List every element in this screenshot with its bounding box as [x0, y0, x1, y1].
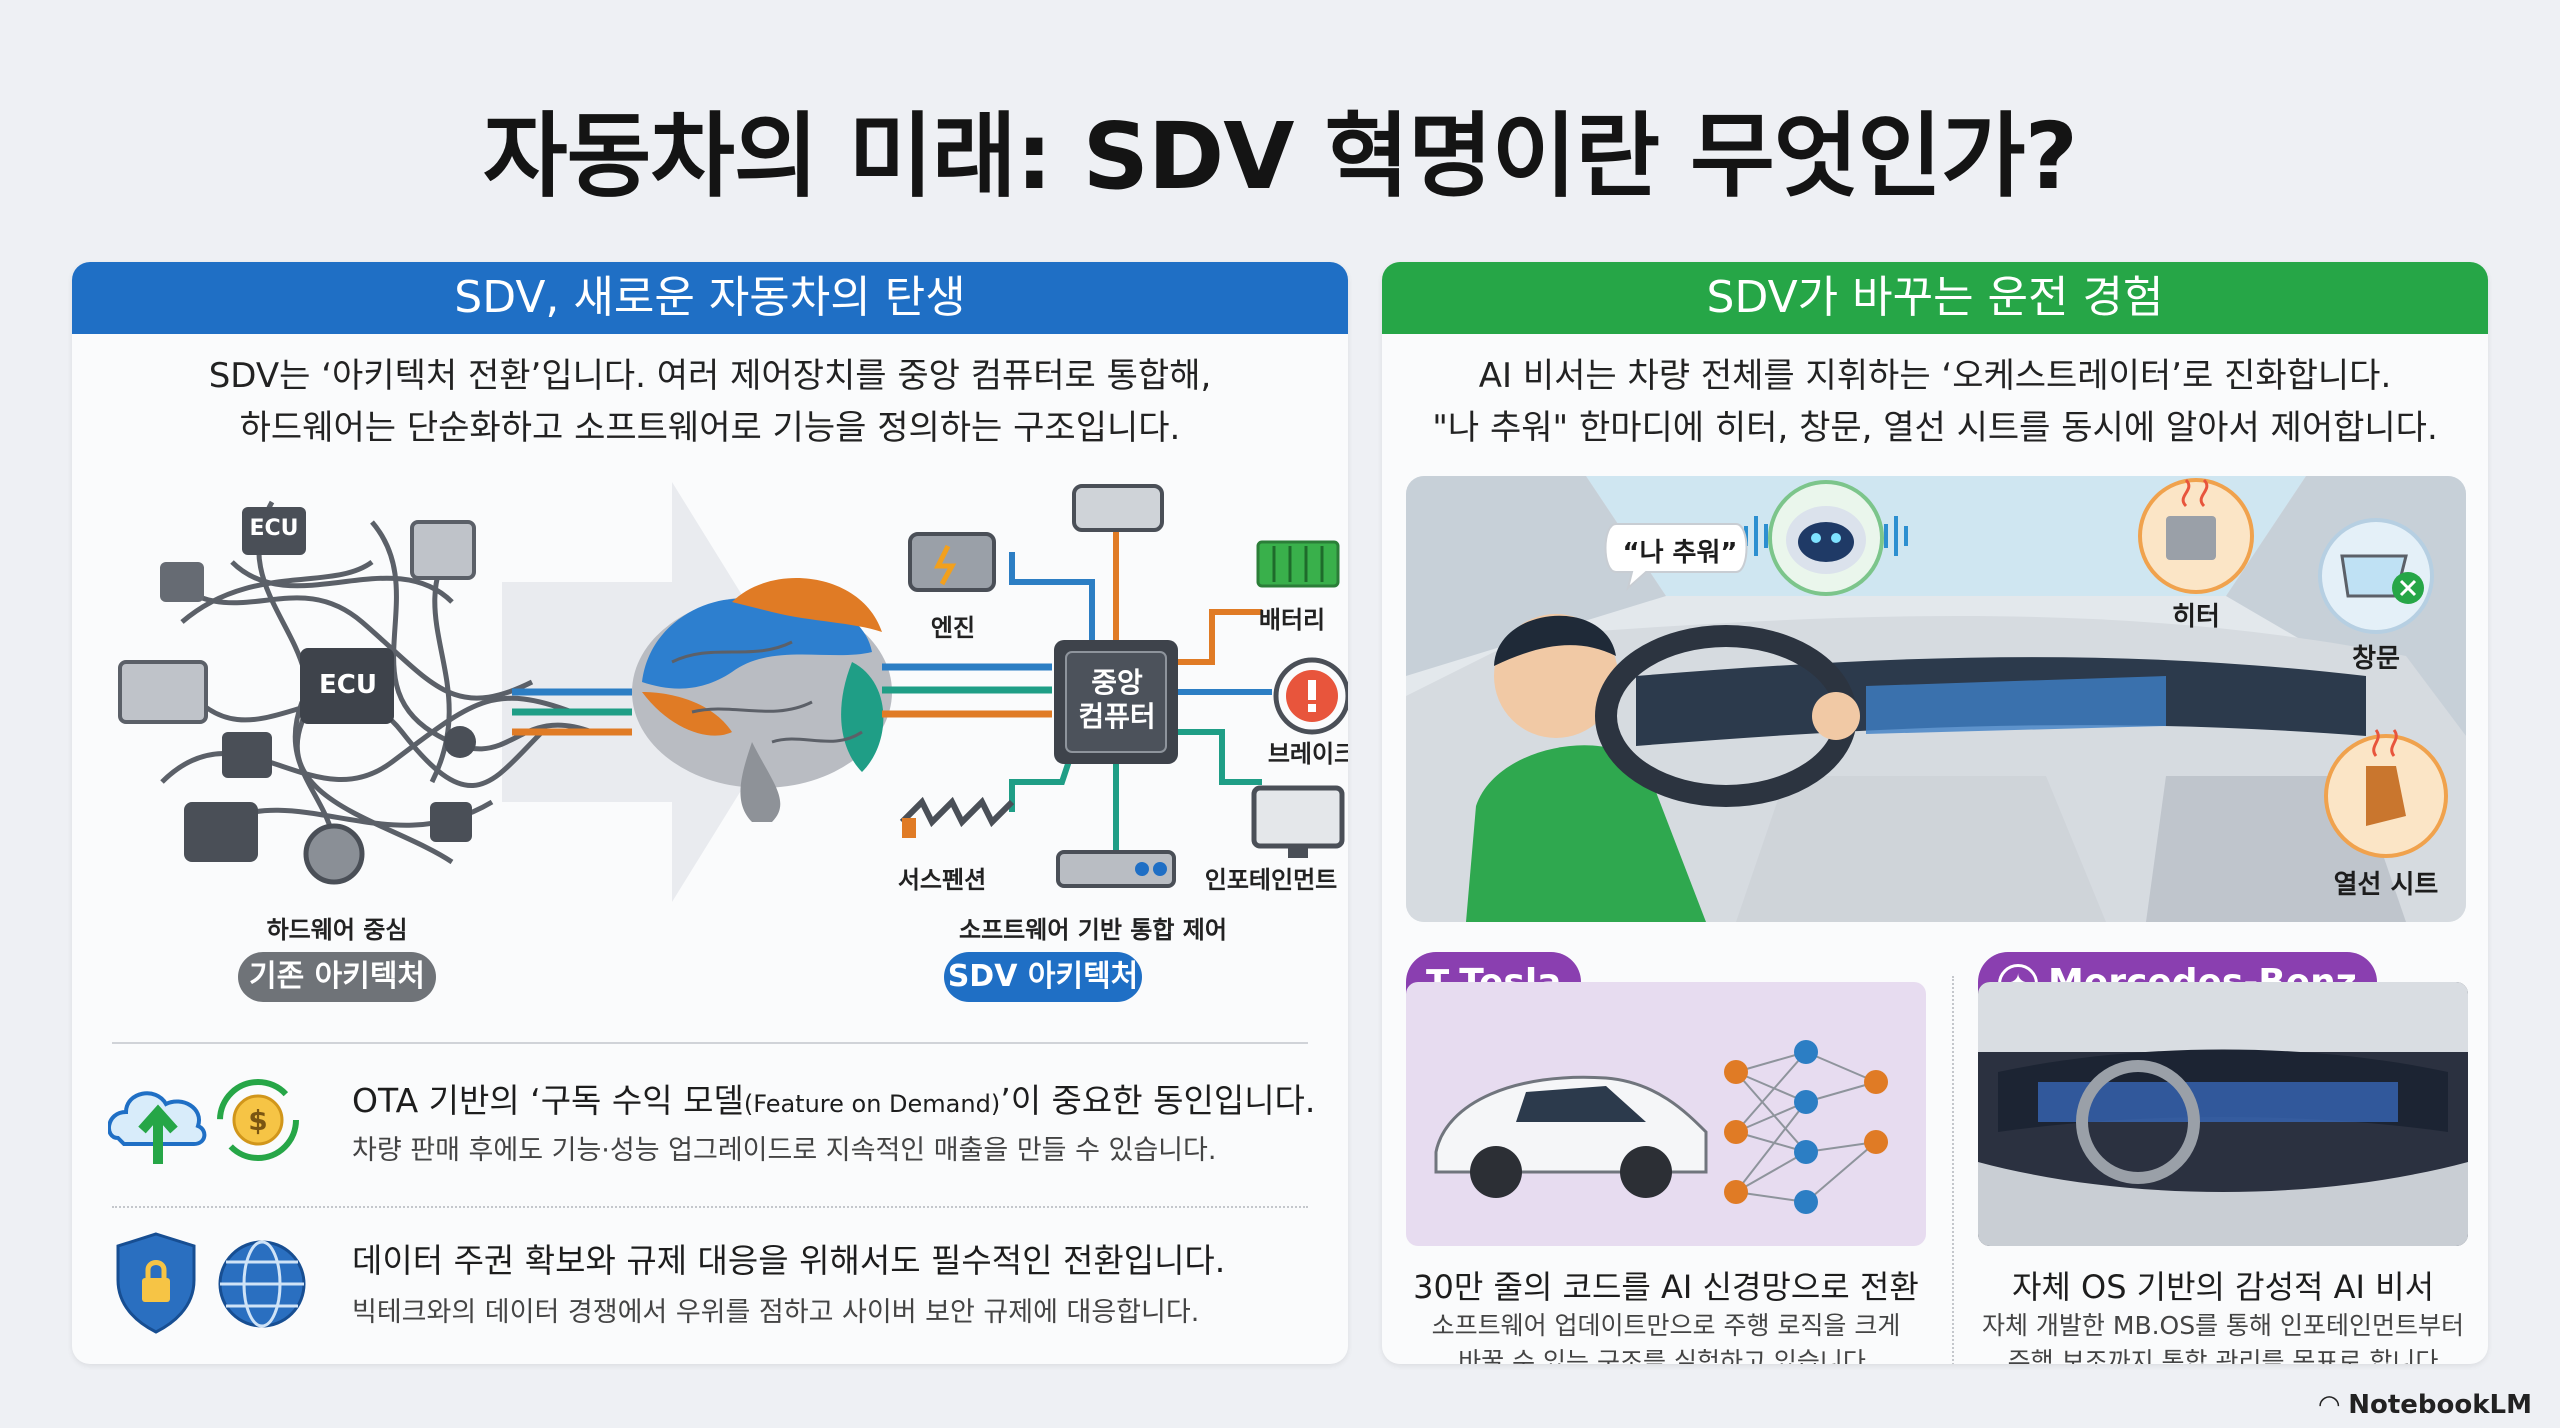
- driving-experience-panel: SDV가 바꾸는 운전 경험 AI 비서는 차량 전체를 지휘하는 ‘오케스트레…: [1382, 262, 2488, 1364]
- sensor-icon: [444, 726, 476, 758]
- central-computer-label: 중앙 컴퓨터: [1062, 666, 1172, 734]
- notebooklm-logo-icon: ◠: [2319, 1390, 2349, 1420]
- sdv-architecture-panel: SDV, 새로운 자동차의 탄생 SDV는 ‘아키텍처 전환’입니다. 여러 제…: [72, 262, 1348, 1364]
- ota-sub-text: 차량 판매 후에도 기능·성능 업그레이드로 지속적인 매출을 만들 수 있습니…: [352, 1135, 1217, 1166]
- mercedes-illustration: [1978, 982, 2468, 1246]
- ecu-label-top: ECU: [249, 516, 299, 541]
- cylinder-icon: [1072, 484, 1164, 532]
- tesla-title: 30만 줄의 코드를 AI 신경망으로 전환: [1413, 1268, 1919, 1306]
- central-label-line2: 컴퓨터: [1078, 700, 1156, 733]
- left-panel-header: SDV, 새로운 자동차의 탄생: [72, 262, 1348, 334]
- left-intro: SDV는 ‘아키텍처 전환’입니다. 여러 제어장치를 중앙 컴퓨터로 통합해,…: [72, 350, 1348, 454]
- suspension-label: 서스펜션: [897, 866, 987, 894]
- data-sovereignty-main-text: 데이터 주권 확보와 규제 대응을 위해서도 필수적인 전환입니다.: [352, 1241, 1226, 1280]
- brake-label: 브레이크: [1267, 740, 1348, 768]
- engine-icon: [908, 532, 996, 592]
- driver-body: [1466, 745, 1706, 922]
- legacy-architecture-pill: 기존 아키텍처: [238, 952, 436, 1002]
- battery-label: 배터리: [1258, 606, 1326, 634]
- right-intro-line1: AI 비서는 차량 전체를 지휘하는 ‘오케스트레이터’로 진화합니다.: [1478, 356, 2392, 396]
- ecu-chip-icon: [300, 648, 394, 724]
- cloud-upload-icon: [108, 1091, 207, 1164]
- section-divider-dotted: [112, 1206, 1308, 1208]
- right-intro: AI 비서는 차량 전체를 지휘하는 ‘오케스트레이터’로 진화합니다. "나 …: [1382, 350, 2488, 454]
- car-interior-illustration: “나 추워” 히터 창문 열선 시트: [1406, 476, 2466, 922]
- ota-main-text: OTA 기반의 ‘구독 수익 모델(Feature on Demand)’이 중…: [352, 1074, 1315, 1122]
- cpu-chip-icon: [1054, 640, 1178, 764]
- battery-icon: [1256, 540, 1340, 588]
- heater-icon: [2138, 478, 2254, 594]
- central-label-line1: 중앙: [1091, 666, 1143, 699]
- tesla-desc-line2: 바꿀 수 있는 구조를 실험하고 있습니다.: [1458, 1347, 1874, 1364]
- data-sovereignty-sub-text: 빅테크와의 데이터 경쟁에서 우위를 점하고 사이버 보안 규제에 대응합니다.: [352, 1297, 1200, 1328]
- amplifier-icon: [1056, 850, 1176, 888]
- svg-text:$: $: [248, 1104, 267, 1137]
- car-interior-art: [1406, 476, 2466, 922]
- tesla-desc: 소프트웨어 업데이트만으로 주행 로직을 크게 바꿀 수 있는 구조를 실험하고…: [1406, 1308, 1926, 1364]
- window-label: 창문: [2352, 644, 2400, 674]
- speech-bubble-text: “나 추워”: [1622, 538, 1738, 568]
- shield-lock-icon: [116, 1232, 196, 1334]
- ecu-label-center: ECU: [319, 670, 377, 700]
- neural-network-icon: [1724, 1040, 1888, 1214]
- left-intro-line1: SDV는 ‘아키텍처 전환’입니다. 여러 제어장치를 중앙 컴퓨터로 통합해,: [208, 356, 1212, 396]
- tesla-card: TTesla: [1406, 952, 1926, 1246]
- mercedes-card: ✦Mercedes-Benz: [1978, 952, 2468, 1246]
- heated-seat-label: 열선 시트: [2333, 870, 2439, 900]
- ota-main-a: OTA 기반의 ‘구독 수익 모델: [352, 1081, 744, 1120]
- data-icons: [116, 1232, 306, 1334]
- heated-seat-icon: [2324, 729, 2448, 858]
- ota-main-b: ’이 중요한 동인입니다.: [1000, 1081, 1316, 1120]
- chip-icon: [160, 562, 204, 602]
- card-divider: [1952, 976, 1954, 1364]
- ecu-chip-icon: [242, 507, 306, 555]
- software-caption: 소프트웨어 기반 통합 제어: [959, 916, 1227, 944]
- monitor-icon: [1251, 785, 1345, 858]
- spring-icon: [899, 796, 1015, 838]
- notebooklm-footer: ◠ NotebookLM: [2319, 1390, 2532, 1420]
- chip-icon: [430, 802, 472, 842]
- brake-warning-icon: [1273, 657, 1348, 735]
- mercedes-desc-line2: 주행 보조까지 통합 관리를 목표로 합니다: [2007, 1347, 2439, 1364]
- infotainment-label: 인포테인먼트: [1204, 866, 1338, 894]
- tesla-illustration: [1406, 982, 1926, 1246]
- mercedes-art: [1978, 982, 2468, 1246]
- window-icon: [2318, 518, 2434, 634]
- chip-icon: [222, 732, 272, 778]
- module-icon: [118, 660, 208, 724]
- left-intro-line2: 하드웨어는 단순화하고 소프트웨어로 기능을 정의하는 구조입니다.: [239, 408, 1181, 448]
- section-divider: [112, 1042, 1308, 1044]
- mercedes-desc-line1: 자체 개발한 MB.OS를 통해 인포테인먼트부터: [1981, 1311, 2464, 1340]
- mercedes-desc: 자체 개발한 MB.OS를 통해 인포테인먼트부터 주행 보조까지 통합 관리를…: [1978, 1308, 2468, 1364]
- gear-icon: [303, 823, 365, 885]
- brain-icon: [632, 578, 892, 822]
- hardware-caption: 하드웨어 중심: [266, 916, 408, 944]
- heater-label: 히터: [2172, 602, 2220, 632]
- architecture-diagram: [118, 482, 1348, 902]
- dollar-cycle-icon: $: [217, 1079, 299, 1161]
- ota-main-small: (Feature on Demand): [743, 1090, 1001, 1118]
- globe-icon: [218, 1240, 306, 1328]
- robot-icon: [1768, 480, 1884, 596]
- footer-brand: NotebookLM: [2348, 1390, 2532, 1420]
- right-panel-header: SDV가 바꾸는 운전 경험: [1382, 262, 2488, 334]
- tesla-desc-line1: 소프트웨어 업데이트만으로 주행 로직을 크게: [1431, 1311, 1901, 1340]
- engine-label: 엔진: [930, 614, 976, 642]
- mercedes-title: 자체 OS 기반의 감성적 AI 비서: [2011, 1268, 2435, 1306]
- right-intro-line2: "나 추워" 한마디에 히터, 창문, 열선 시트를 동시에 알아서 제어합니다…: [1432, 408, 2438, 448]
- relay-icon: [184, 802, 258, 862]
- sdv-architecture-pill: SDV 아키텍처: [944, 952, 1142, 1002]
- page-title: 자동차의 미래: SDV 혁명이란 무엇인가?: [482, 103, 2078, 210]
- ota-icons: $: [108, 1079, 299, 1164]
- module-icon: [410, 520, 476, 580]
- tesla-art: [1434, 1040, 1888, 1214]
